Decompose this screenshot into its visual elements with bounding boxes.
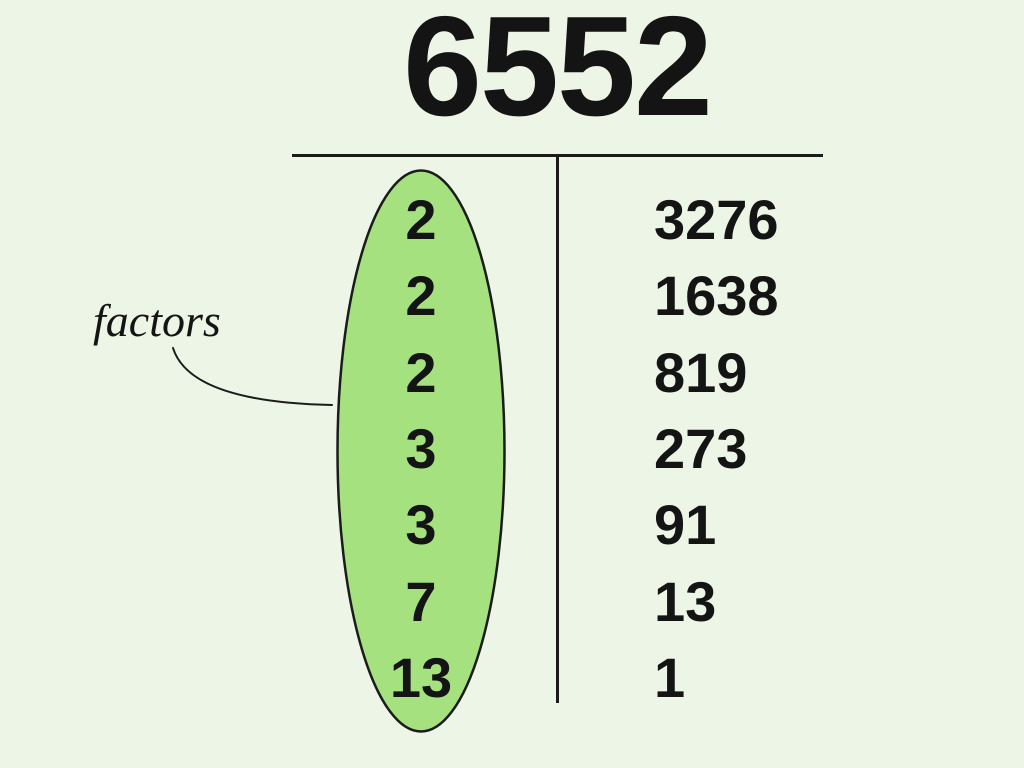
factor-value: 3	[405, 417, 437, 481]
factor-value: 13	[389, 645, 453, 709]
quotients-column: 3276 1638 819 273 91 13 1	[654, 182, 874, 716]
label-pointer-curve	[172, 347, 333, 406]
quotient-value: 13	[654, 569, 717, 633]
divider-vertical	[556, 157, 559, 703]
factor-value: 2	[405, 188, 437, 252]
quotient-value: 3276	[654, 188, 779, 252]
quotient-value: 1	[654, 645, 686, 709]
divider-horizontal	[292, 154, 823, 157]
factors-ellipse	[336, 169, 506, 733]
factor-value: 2	[405, 340, 437, 404]
quotient-value: 91	[654, 493, 717, 557]
quotient-value: 819	[654, 340, 748, 404]
factor-value: 2	[405, 264, 437, 328]
factor-value: 7	[405, 569, 437, 633]
factors-column: 2 2 2 3 3 7 13	[338, 182, 504, 716]
factors-label: factors	[93, 295, 221, 346]
number-title: 6552	[403, 0, 713, 146]
factor-value: 3	[405, 493, 437, 557]
quotient-value: 1638	[654, 264, 779, 328]
quotient-value: 273	[654, 417, 748, 481]
